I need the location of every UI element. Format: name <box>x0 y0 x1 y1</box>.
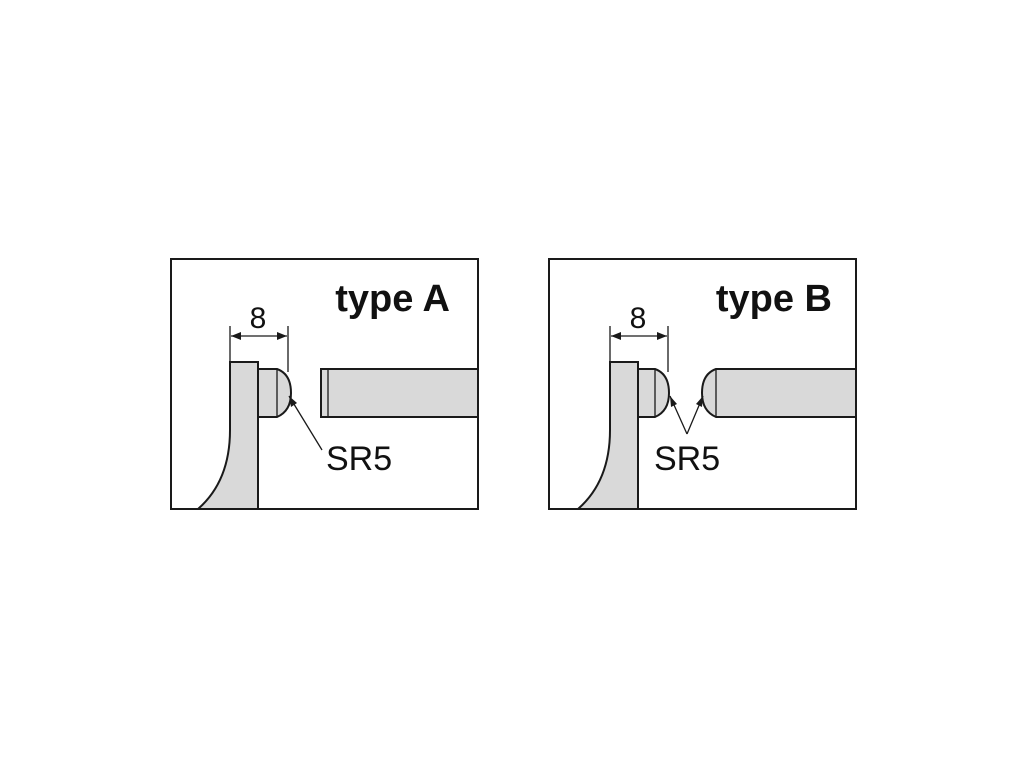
panel-type-a: type A 8 SR5 <box>170 258 479 510</box>
callout-leader <box>288 395 323 451</box>
anvil-spherical-tip <box>637 368 671 418</box>
dimension-arrow-right <box>657 332 667 340</box>
frame-body <box>195 361 259 510</box>
dimension-arrow-left <box>611 332 621 340</box>
frame-body <box>575 361 639 510</box>
panel-title: type A <box>335 278 450 320</box>
dimension-arrow-right <box>277 332 287 340</box>
callout-label: SR5 <box>654 440 720 478</box>
spindle-flat <box>320 368 479 418</box>
callout-arrowhead <box>289 396 297 407</box>
panel-type-b: type B 8 SR5 <box>548 258 857 510</box>
callout-arrowhead-right <box>696 396 703 407</box>
callout-label: SR5 <box>326 440 392 478</box>
panel-title: type B <box>716 278 832 320</box>
dimension-label: 8 <box>250 302 267 335</box>
callout-arrowhead-left <box>670 396 677 407</box>
dimension-arrow-left <box>231 332 241 340</box>
anvil-spherical-tip <box>257 368 293 418</box>
spindle-spherical-tip <box>700 368 857 418</box>
dimension-label: 8 <box>630 302 647 335</box>
